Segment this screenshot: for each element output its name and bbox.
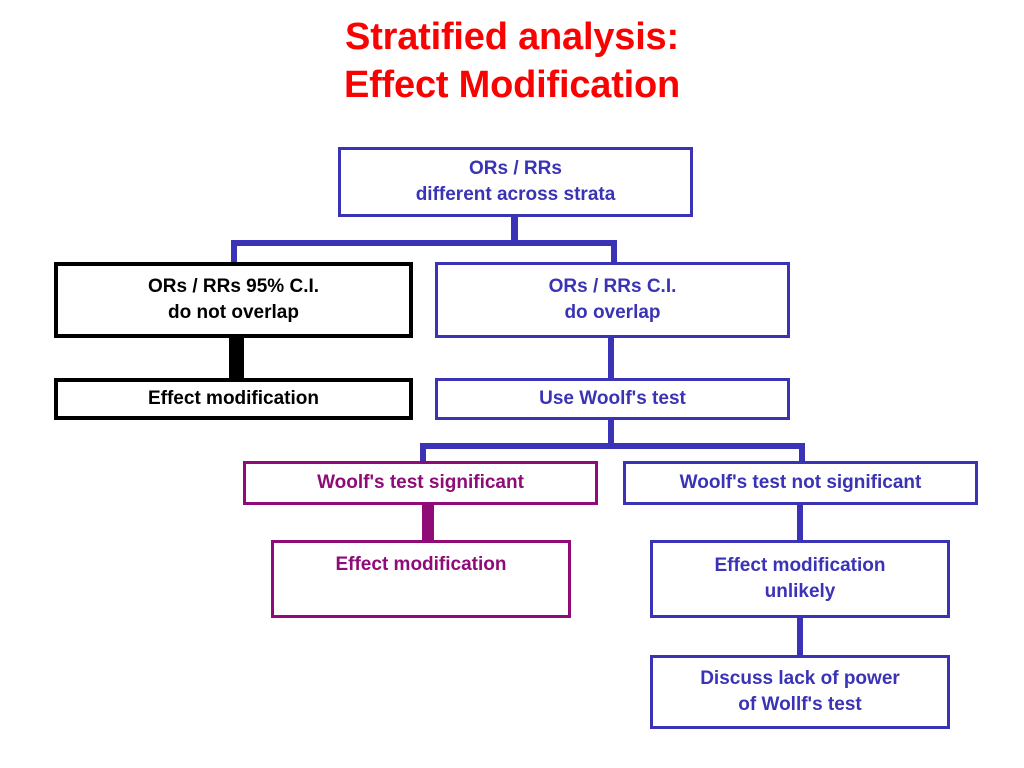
slide-title-line-1: Stratified analysis: [345,16,679,58]
node-ci-do-not-overlap[interactable]: ORs / RRs 95% C.I. do not overlap [54,262,413,338]
node-effect-mod-unlikely-line-1: Effect modification [714,555,886,577]
connector-root-stem [511,216,518,244]
node-discuss-line-1: Discuss lack of power [700,668,900,690]
node-no-overlap-line-1: ORs / RRs 95% C.I. [147,276,320,298]
node-effect-modification-purple[interactable]: Effect modification [271,540,571,618]
node-effect-mod-left-label: Effect modification [147,388,319,410]
connector-root-to-right-branch [611,240,617,262]
node-effect-mod-unlikely-line-2: unlikely [764,581,836,602]
node-effect-modification-left[interactable]: Effect modification [54,378,413,420]
node-woolfs-test-significant[interactable]: Woolf's test significant [243,461,598,505]
node-ors-rrs-different-across-strata[interactable]: ORs / RRs different across strata [338,147,693,217]
connector-unlikely-to-discuss [797,618,803,656]
slide-title-line-2: Effect Modification [343,63,681,106]
node-root-line-2: different across strata [415,184,616,205]
node-ci-do-overlap[interactable]: ORs / RRs C.I. do overlap [435,262,790,338]
node-discuss-lack-of-power[interactable]: Discuss lack of power of Wollf's test [650,655,950,729]
connector-to-woolfs-not-significant [799,443,805,465]
node-woolfs-significant-label: Woolf's test significant [317,472,524,494]
node-effect-mod-purple-label: Effect modification [335,554,507,575]
node-root-line-1: ORs / RRs [469,158,562,180]
connector-to-woolfs-significant [420,443,426,465]
node-woolfs-test-not-significant[interactable]: Woolf's test not significant [623,461,978,505]
connector-woolfs-test-stem [608,418,614,446]
slide-title: Stratified analysis: Effect Modification [0,14,1024,109]
connector-overlap-to-woolfs-test [608,337,614,379]
node-woolfs-not-significant-label: Woolf's test not significant [679,472,922,494]
node-do-overlap-line-2: do overlap [564,302,661,323]
node-no-overlap-line-2: do not overlap [168,302,299,323]
connector-woolfs-split-bar [420,443,805,449]
node-do-overlap-line-1: ORs / RRs C.I. [548,276,677,298]
connector-not-significant-to-unlikely [797,505,803,541]
connector-root-split-bar [231,240,617,246]
node-use-woolfs-test-label: Use Woolf's test [539,388,686,410]
node-discuss-line-2: of Wollf's test [738,694,862,715]
connector-root-to-left-branch [231,240,237,262]
node-use-woolfs-test[interactable]: Use Woolf's test [435,378,790,420]
node-effect-modification-unlikely[interactable]: Effect modification unlikely [650,540,950,618]
